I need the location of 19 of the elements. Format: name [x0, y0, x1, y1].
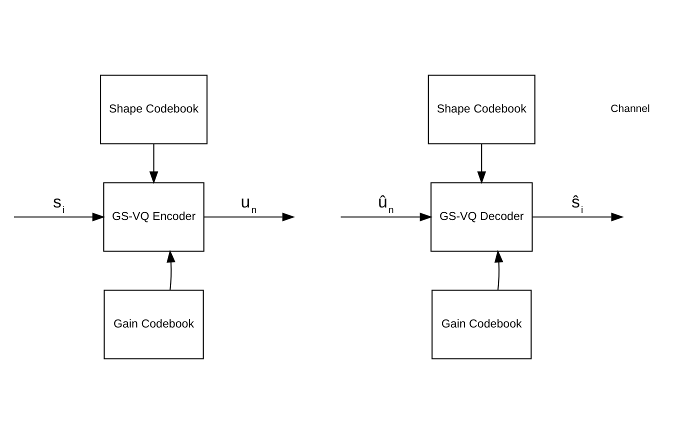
node-box: GS-VQ Decoder [430, 182, 533, 252]
edge-label: ŝ$_{i}$ [572, 192, 584, 216]
node-box: Gain Codebook [432, 289, 532, 359]
edge-label: u$_{n}$ [240, 192, 257, 216]
node-box: Shape Codebook [428, 74, 536, 144]
label: Channel [610, 102, 650, 115]
arrow [494, 249, 504, 290]
arrow [14, 212, 106, 221]
edge-label: s$_{i}$ [53, 192, 65, 216]
node-box: Gain Codebook [104, 289, 204, 359]
arrow [477, 143, 486, 184]
arrow [532, 212, 624, 221]
arrow [149, 143, 158, 184]
arrow [204, 212, 296, 221]
arrow [340, 212, 432, 221]
arrow [166, 249, 176, 290]
edge-label: û$_{n}$ [378, 192, 394, 216]
node-box: Shape Codebook [100, 74, 208, 144]
node-box: GS-VQ Encoder [103, 182, 204, 252]
